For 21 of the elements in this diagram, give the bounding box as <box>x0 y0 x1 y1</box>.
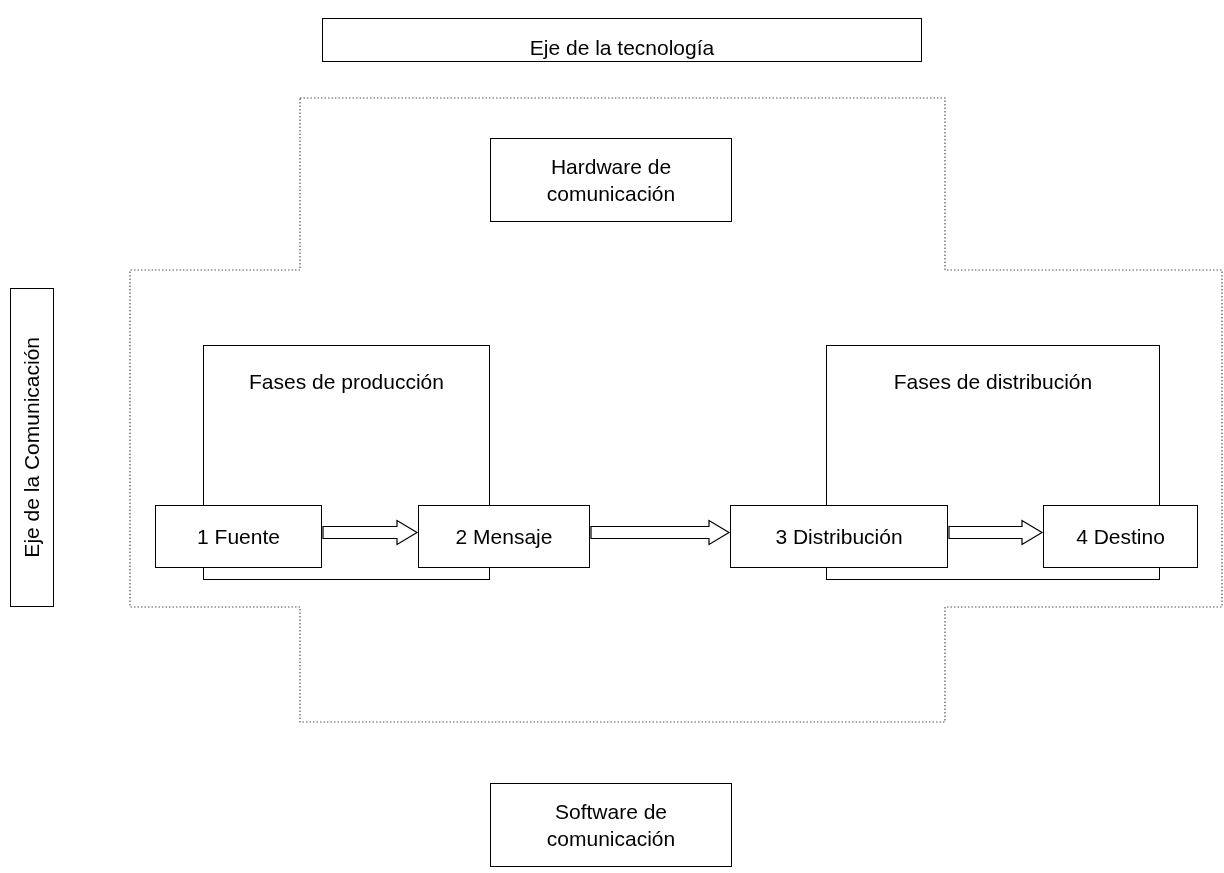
block-arrow <box>322 519 419 546</box>
box-label: Eje de la tecnología <box>529 34 715 61</box>
hardware-box <box>490 138 732 222</box>
process-box <box>730 505 948 568</box>
box-label: 2 Mensaje <box>455 523 553 550</box>
box-label: Hardware de comunicación <box>545 153 677 207</box>
block-arrow <box>590 519 731 546</box>
process-box <box>418 505 590 568</box>
title-box <box>322 18 922 62</box>
box-label: 4 Destino <box>1076 523 1165 550</box>
process-box <box>155 505 322 568</box>
box-label: Software de comunicación <box>545 798 677 852</box>
software-box <box>490 783 732 867</box>
group-label: Fases de producción <box>249 369 444 395</box>
box-label: 1 Fuente <box>197 523 280 550</box>
block-arrow <box>948 519 1044 546</box>
group-label: Fases de distribución <box>893 369 1093 395</box>
axis-box <box>10 288 54 607</box>
axis-label: Eje de la Comunicación <box>19 337 45 558</box>
box-label: 3 Distribución <box>775 523 903 550</box>
process-box <box>1043 505 1198 568</box>
